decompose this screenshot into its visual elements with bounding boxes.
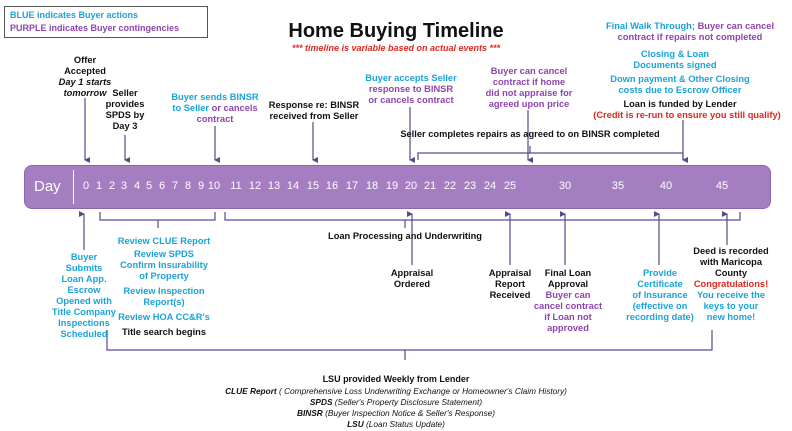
label-appraise-cancel: Buyer can cancel contract if home did no… [485, 66, 573, 109]
day-number: 12 [248, 180, 262, 192]
bar-divider [73, 170, 74, 204]
label-repairs: Seller completes repairs as agreed to on… [400, 129, 660, 139]
day-number: 30 [558, 180, 572, 192]
footer-lsu: LSU provided Weekly from Lender [322, 374, 470, 384]
label-offer-accepted: Offer Accepted Day 1 starts tomorrow [58, 55, 112, 98]
label-spds: Seller provides SPDS by Day 3 [105, 88, 145, 131]
day-number: 5 [145, 180, 153, 192]
day-number: 23 [463, 180, 477, 192]
day-number: 24 [483, 180, 497, 192]
footer-binsr: BINSR (Buyer Inspection Notice & Seller'… [296, 408, 496, 418]
legend-purple: PURPLE indicates Buyer contingencies [10, 23, 180, 33]
day-number: 6 [158, 180, 166, 192]
day-number: 3 [120, 180, 128, 192]
footer-spds: SPDS (Seller's Property Disclosure State… [309, 397, 483, 407]
label-buyer-accepts: Buyer accepts Seller response to BINSR o… [365, 73, 457, 105]
day-number: 40 [659, 180, 673, 192]
day-number: 2 [108, 180, 116, 192]
day-number: 19 [385, 180, 399, 192]
page-title: Home Buying Timeline [288, 20, 504, 42]
day-number: 35 [611, 180, 625, 192]
label-closing-documents: Closing & Loan Documents signed [633, 49, 717, 70]
day-number: 10 [207, 180, 221, 192]
day-number: 45 [715, 180, 729, 192]
day-number: 4 [133, 180, 141, 192]
timeline-bar [24, 165, 771, 209]
day-number: 14 [286, 180, 300, 192]
congratulations: Congratulations! [693, 279, 769, 289]
label-loan-processing: Loan Processing and Underwriting [328, 231, 482, 241]
day-label: Day [34, 178, 61, 195]
day-number: 11 [230, 180, 242, 192]
footer-lsu-def: LSU (Loan Status Update) [347, 419, 445, 429]
label-credit-rerun: (Credit is re-run to ensure you still qu… [593, 110, 781, 120]
label-insurance: Provide Certificate of Insurance (effect… [626, 268, 694, 322]
bracket-loan-processing [224, 212, 741, 221]
day-number: 7 [171, 180, 179, 192]
day-number: 13 [267, 180, 281, 192]
label-appraisal-received: Appraisal Report Received [488, 268, 532, 300]
label-deed-recorded: Deed is recorded with Maricopa County Co… [683, 246, 779, 323]
day-number: 1 [95, 180, 103, 192]
day-number: 22 [443, 180, 457, 192]
day-number: 21 [423, 180, 437, 192]
bracket-lsu [106, 330, 713, 351]
day-number: 8 [184, 180, 192, 192]
label-binsr-response: Response re: BINSR received from Seller [268, 100, 360, 121]
day-number: 15 [306, 180, 320, 192]
legend-blue: BLUE indicates Buyer actions [10, 10, 139, 20]
day-number: 17 [345, 180, 359, 192]
label-binsr-send: Buyer sends BINSR to Seller or cancels c… [171, 92, 259, 124]
bracket-repairs [417, 152, 684, 160]
day-number: 9 [197, 180, 205, 192]
label-title-search: Title search begins [121, 327, 207, 337]
page-subtitle: *** timeline is variable based on actual… [291, 43, 501, 53]
label-reviews: Review CLUE Report Review SPDS Confirm I… [117, 236, 211, 322]
label-buyer-submits: Buyer Submits Loan App. Escrow Opened wi… [52, 252, 116, 339]
day-number: 25 [503, 180, 517, 192]
label-down-payment: Down payment & Other Closing costs due t… [610, 74, 750, 95]
day-number: 16 [325, 180, 339, 192]
legend-box: BLUE indicates Buyer actions PURPLE indi… [4, 6, 208, 38]
day-number: 18 [365, 180, 379, 192]
label-final-loan-approval: Final Loan Approval Buyer can cancel con… [533, 268, 603, 333]
label-final-walk-through: Final Walk Through; Buyer can cancel con… [605, 21, 775, 42]
day-number: 0 [82, 180, 90, 192]
day-number: 20 [404, 180, 418, 192]
label-loan-funded: Loan is funded by Lender [623, 99, 737, 109]
bracket-reviews [99, 212, 216, 221]
label-appraisal-ordered: Appraisal Ordered [390, 268, 434, 289]
footer-clue: CLUE Report ( Comprehensive Loss Underwr… [225, 386, 567, 396]
